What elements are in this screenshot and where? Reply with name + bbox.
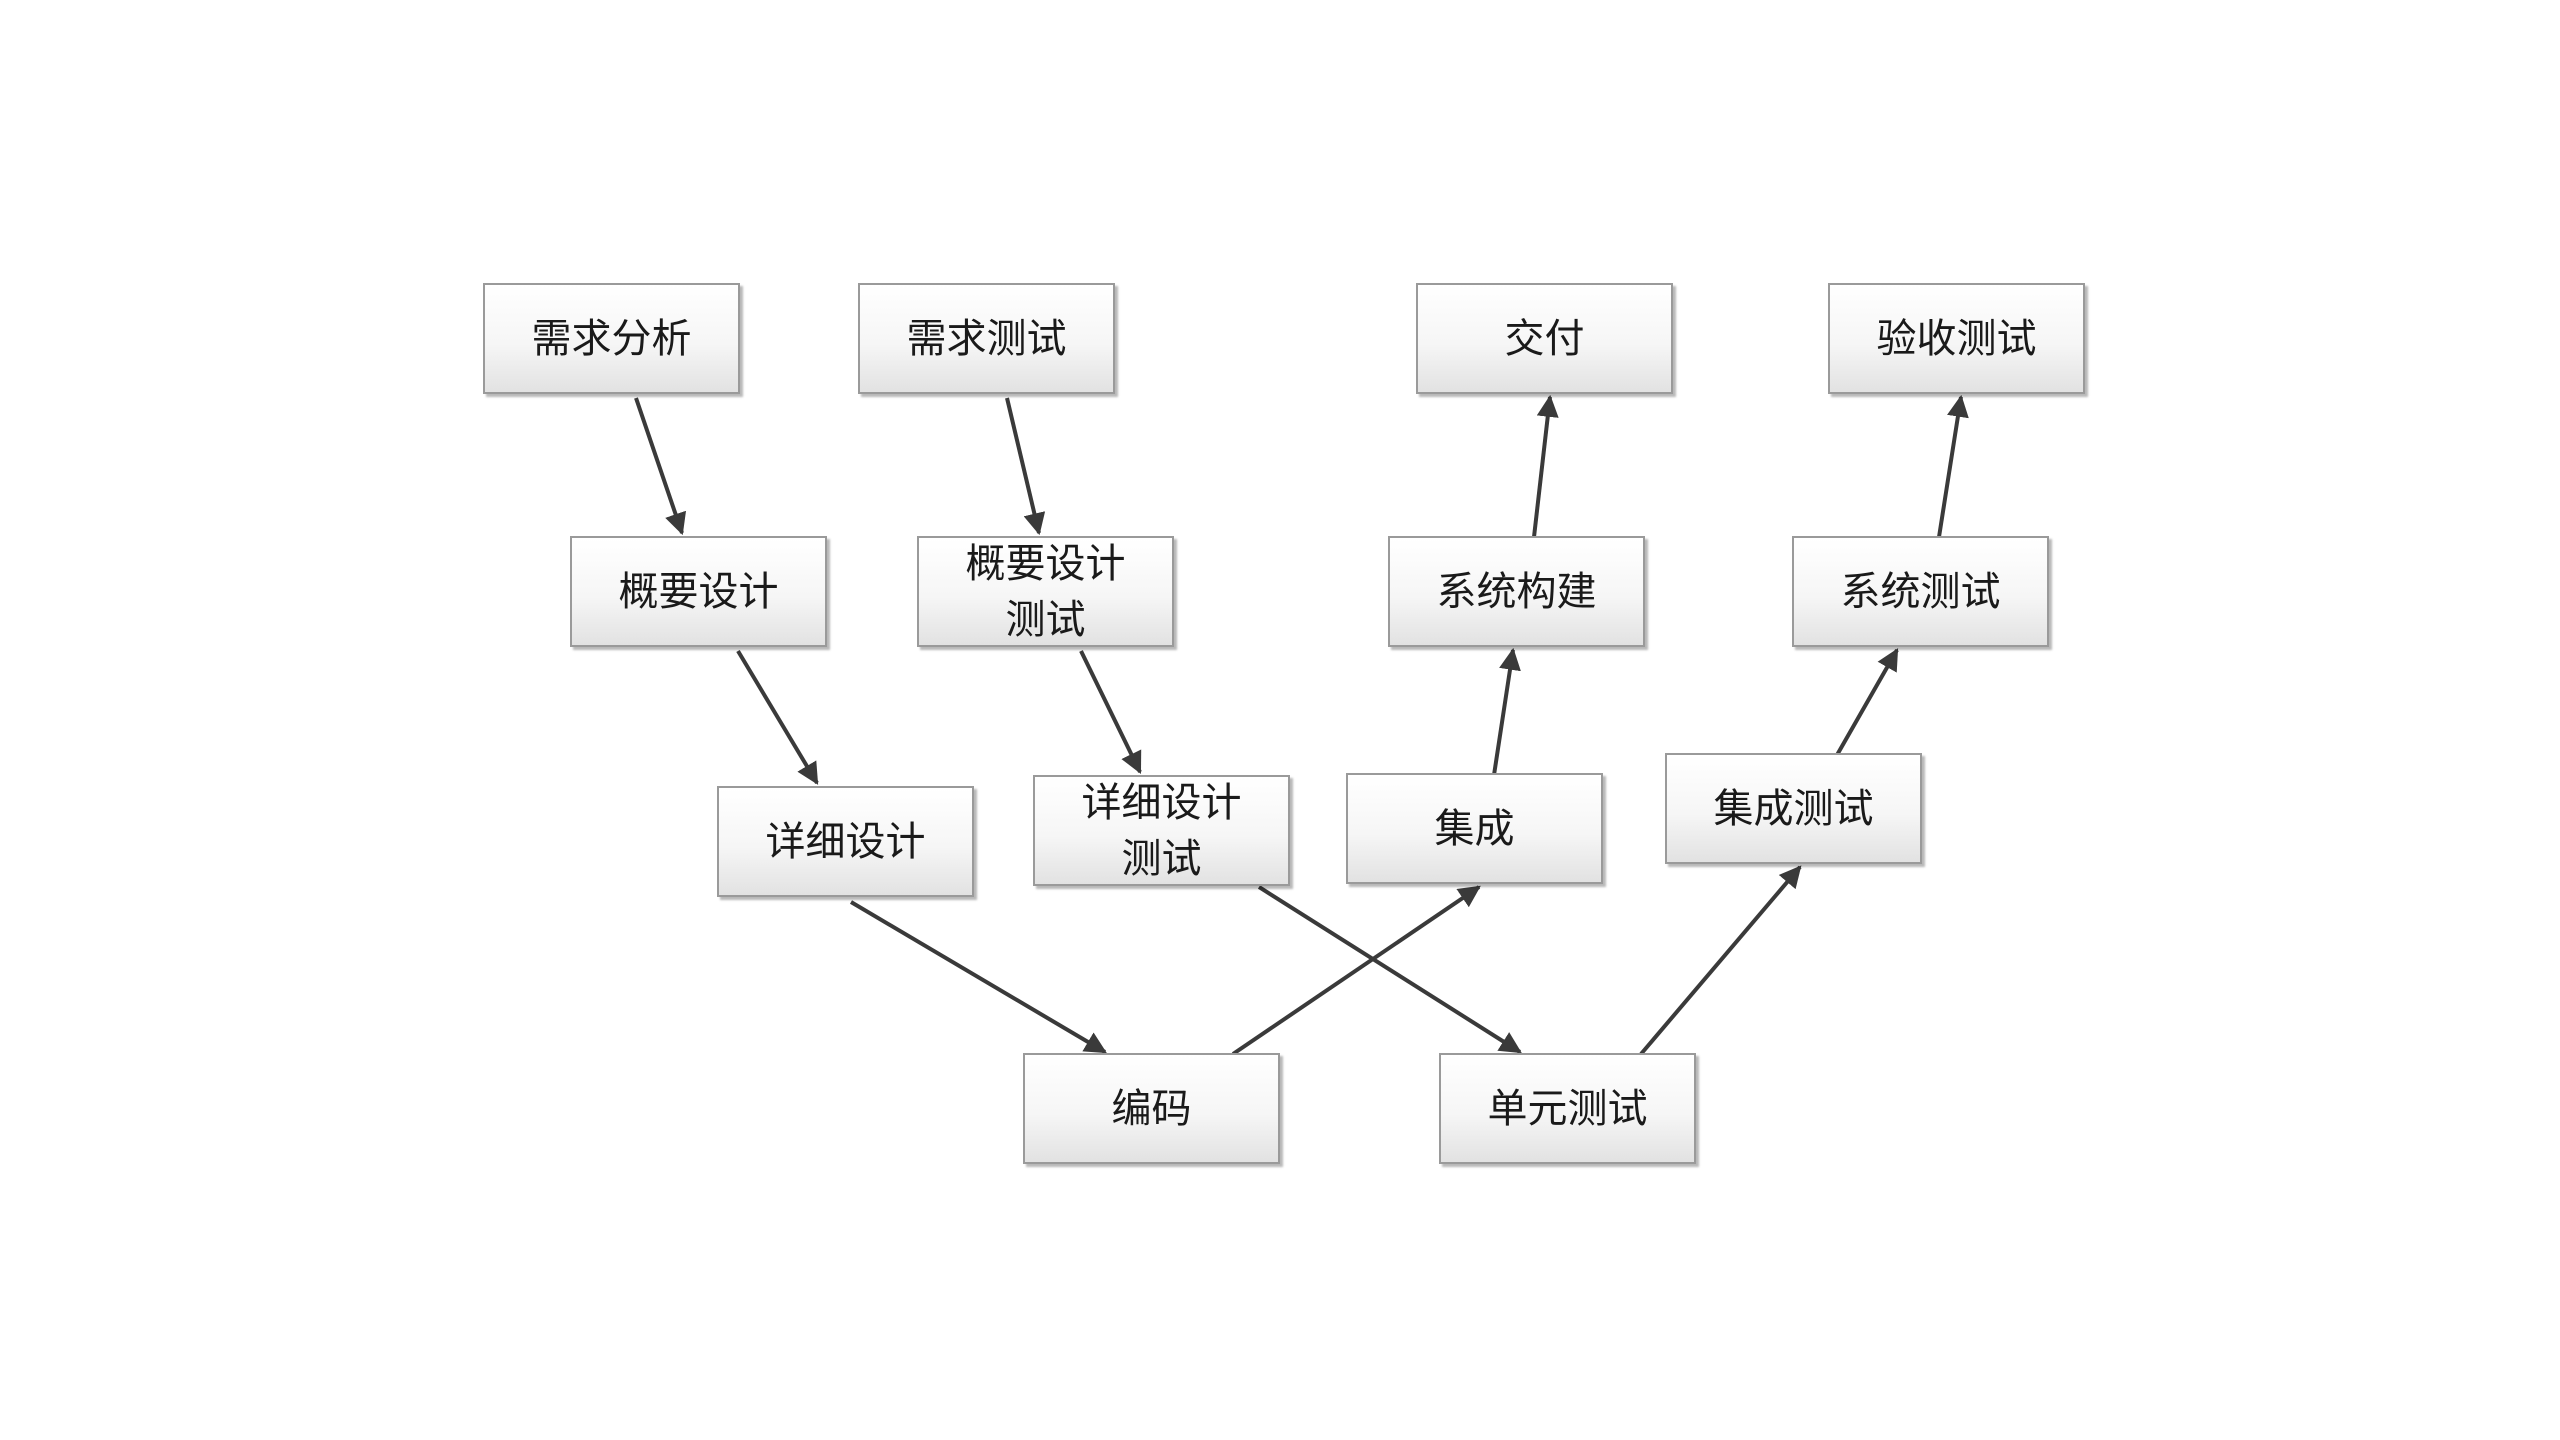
node-label: 详细设计 测试 (1081, 779, 1242, 882)
node-label: 系统测试 (1840, 568, 2001, 615)
node-system-test: 系统测试 (1792, 536, 2049, 647)
node-label: 概要设计 测试 (965, 540, 1126, 643)
arrow-coding-to-integration (1231, 885, 1481, 1056)
node-label: 需求分析 (531, 315, 692, 362)
node-label: 验收测试 (1876, 315, 2037, 362)
arrow-detail-design-test-to-unit-test (1257, 885, 1522, 1054)
node-label: 详细设计 (765, 818, 926, 865)
node-detailed-design-test: 详细设计 测试 (1033, 775, 1290, 886)
node-unit-test: 单元测试 (1439, 1053, 1696, 1164)
node-label: 集成测试 (1713, 785, 1874, 832)
arrow-arch-design-to-detail-design (736, 649, 819, 785)
arrow-arch-design-test-to-detail-design-test (1079, 650, 1142, 774)
node-architecture-design: 概要设计 (570, 536, 827, 647)
arrow-integration-test-to-system-test (1835, 648, 1899, 756)
arrow-integration-to-system-build (1492, 647, 1521, 776)
node-system-build: 系统构建 (1388, 536, 1645, 647)
node-label: 需求测试 (906, 315, 1067, 362)
node-label: 概要设计 (618, 568, 779, 615)
arrow-detail-design-to-coding (849, 900, 1107, 1054)
arrow-unit-test-to-integration-test (1639, 865, 1802, 1056)
node-delivery: 交付 (1416, 283, 1673, 394)
arrow-system-build-to-delivery (1532, 394, 1559, 538)
node-acceptance-test: 验收测试 (1828, 283, 2085, 394)
arrow-req-analysis-to-arch-design (634, 397, 687, 536)
arrow-system-test-to-acceptance-test (1937, 394, 1969, 538)
node-architecture-design-test: 概要设计 测试 (917, 536, 1174, 647)
node-label: 单元测试 (1487, 1085, 1648, 1132)
node-requirements-analysis: 需求分析 (483, 283, 740, 394)
node-integration: 集成 (1346, 773, 1603, 884)
node-coding: 编码 (1023, 1053, 1280, 1164)
node-requirements-test: 需求测试 (858, 283, 1115, 394)
node-label: 集成 (1434, 805, 1515, 852)
node-label: 编码 (1111, 1085, 1192, 1132)
arrow-req-test-to-arch-design-test (1005, 397, 1046, 536)
node-label: 交付 (1504, 315, 1585, 362)
node-detailed-design: 详细设计 (717, 786, 974, 897)
node-label: 系统构建 (1436, 568, 1597, 615)
node-integration-test: 集成测试 (1665, 753, 1922, 864)
